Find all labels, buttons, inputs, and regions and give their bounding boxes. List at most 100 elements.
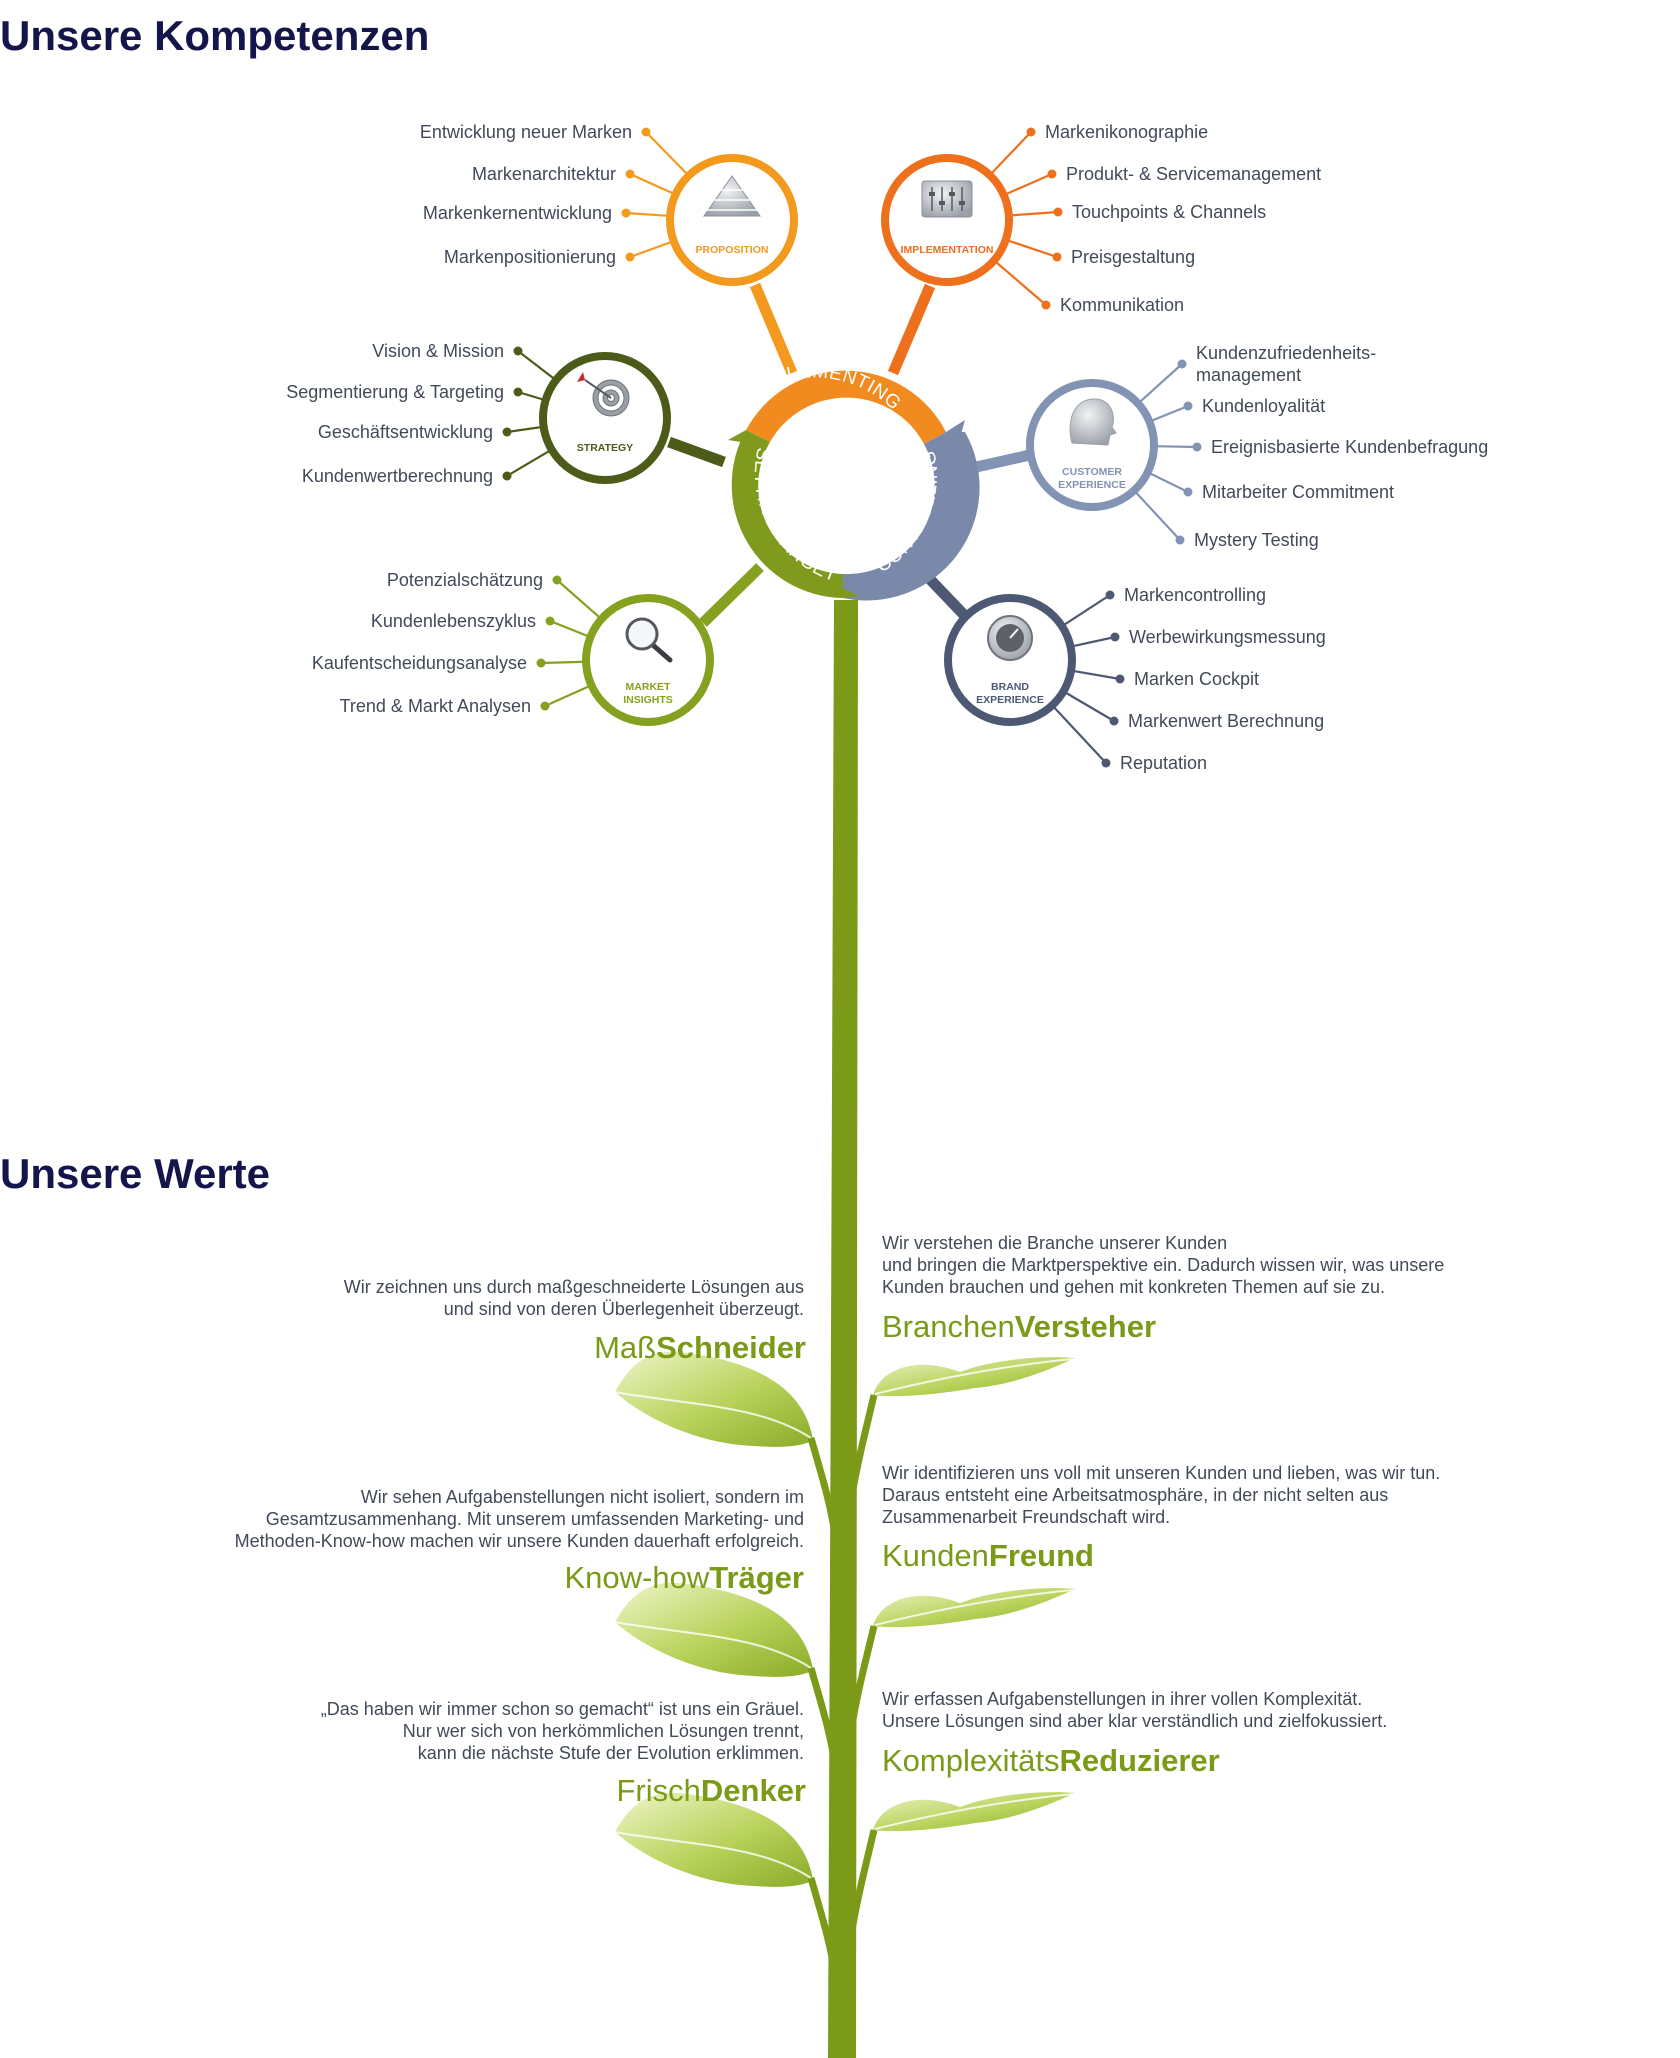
heading-werte: Unsere Werte [0,1150,271,1197]
magnifier-icon [625,617,673,663]
head-profile-icon [1069,398,1117,446]
branch-line [549,619,591,639]
heading-kompetenzen: Unsere Kompetenzen [0,12,430,59]
competence-item: Markenikonographie [1045,122,1208,142]
branch-dot [513,346,523,356]
competence-item: Geschäftsentwicklung [318,422,493,442]
branch-dot [625,252,635,262]
pyramid-icon [703,175,761,217]
branch-line [1003,172,1053,197]
competence-item: Markenpositionierung [444,247,616,267]
branch-dot [1047,169,1057,179]
ring-segment-controlling [843,432,980,601]
competence-item: Marken Cockpit [1134,669,1259,689]
competence-item: Segmentierung & Targeting [286,382,504,402]
ring-segment-implementing [746,370,946,444]
competence-item: Kommunikation [1060,295,1184,315]
branch-dot [552,575,562,585]
value-title-knowhow-traeger: Know-howTräger [564,1560,804,1595]
branch-dot [1175,535,1185,545]
gauge-icon [987,615,1033,661]
branch-dot [1109,716,1119,726]
hub-customer-experience: Kundenzufriedenheits-managementKundenloy… [1026,343,1488,550]
branch-dot [1026,127,1036,137]
branch-line [517,350,557,382]
branch-dot [1115,674,1125,684]
hub-label: STRATEGY [577,442,633,454]
value-title-komplexitaets-reduzierer: KomplexitätsReduzierer [882,1743,1220,1778]
competence-item: Preisgestaltung [1071,247,1195,267]
hub-circle [666,154,798,286]
competence-item: Kundenloyalität [1202,396,1325,416]
branch-line [629,172,676,196]
value-title-frisch-denker: FrischDenker [616,1773,807,1808]
branch-dot [625,169,635,179]
value-text-branchen-versteher: Wir verstehen die Branche unserer Kunden… [882,1233,1445,1297]
competence-item: Markenarchitektur [472,164,616,184]
branch-line [1061,594,1111,628]
branch-dot [621,208,631,218]
competence-item: Kundenzufriedenheits-management [1196,343,1376,385]
branch-dot [536,658,546,668]
branch-dot [1192,442,1202,452]
branch-line [629,240,675,259]
branch-line [993,259,1047,306]
competence-item: Markencontrolling [1124,585,1266,605]
competence-item: Ereignisbasierte Kundenbefragung [1211,437,1488,457]
hub-circle [582,594,714,726]
competence-item: Kundenwertberechnung [302,466,493,486]
hub-proposition: Entwicklung neuer MarkenMarkenarchitektu… [420,122,798,286]
competence-item: Markenkernentwicklung [423,203,612,223]
center-ring: IMPLEMENTING CONTROLLING SETTING TARGETS [0,0,980,601]
hub-brand-experience: MarkencontrollingWerbewirkungsmessungMar… [944,585,1326,773]
value-text-frisch-denker: „Das haben wir immer schon so gemacht“ i… [320,1699,804,1763]
spoke-implementation [887,283,936,376]
competence-item: Touchpoints & Channels [1072,202,1266,222]
branch-line [506,448,553,477]
branch-dot [1101,758,1111,768]
branch-line [1070,635,1116,648]
branch-dot [1052,252,1062,262]
branch-line [625,211,671,218]
competence-item: Reputation [1120,753,1207,773]
branch-dot [1053,207,1063,217]
branch-dot [1183,487,1193,497]
hub-label: IMPLEMENTATION [901,244,994,256]
hub-circle [539,352,671,484]
branch-line [1005,238,1058,259]
branch-dot [1177,359,1187,369]
spoke-market-insights [699,563,764,627]
branch-line [506,425,544,434]
branch-line [1149,404,1189,423]
branch-line [1133,489,1181,541]
value-text-kunden-freund: Wir identifizieren uns voll mit unseren … [882,1463,1441,1527]
branch-line [556,579,603,620]
branch-dot [1041,300,1051,310]
branch-line [1062,690,1115,722]
value-text-komplexitaets-reduzierer: Wir erfassen Aufgabenstellungen in ihrer… [882,1689,1388,1731]
leaf-left-2 [613,1582,840,1771]
competence-item: Kundenlebenszyklus [371,611,536,631]
branch-dot [513,387,523,397]
stem [828,600,858,2058]
branch-line [1153,445,1198,449]
branch-dot [502,427,512,437]
branch-dot [545,616,555,626]
branch-dot [1110,632,1120,642]
mixer-sliders-icon [921,180,973,218]
value-text-knowhow-traeger: Wir sehen Aufgabenstellungen nicht isoli… [234,1487,804,1551]
competence-item: Kaufentscheidungsanalyse [312,653,527,673]
branch-line [517,390,546,402]
value-title-kunden-freund: KundenFreund [882,1538,1094,1573]
branch-line [989,131,1032,176]
spoke-strategy [667,436,726,468]
competence-item: Produkt- & Servicemanagement [1066,164,1321,184]
branch-line [1147,471,1189,493]
branch-dot [1183,401,1193,411]
value-title-branchen-versteher: BranchenVersteher [882,1309,1157,1344]
branch-line [540,660,587,665]
